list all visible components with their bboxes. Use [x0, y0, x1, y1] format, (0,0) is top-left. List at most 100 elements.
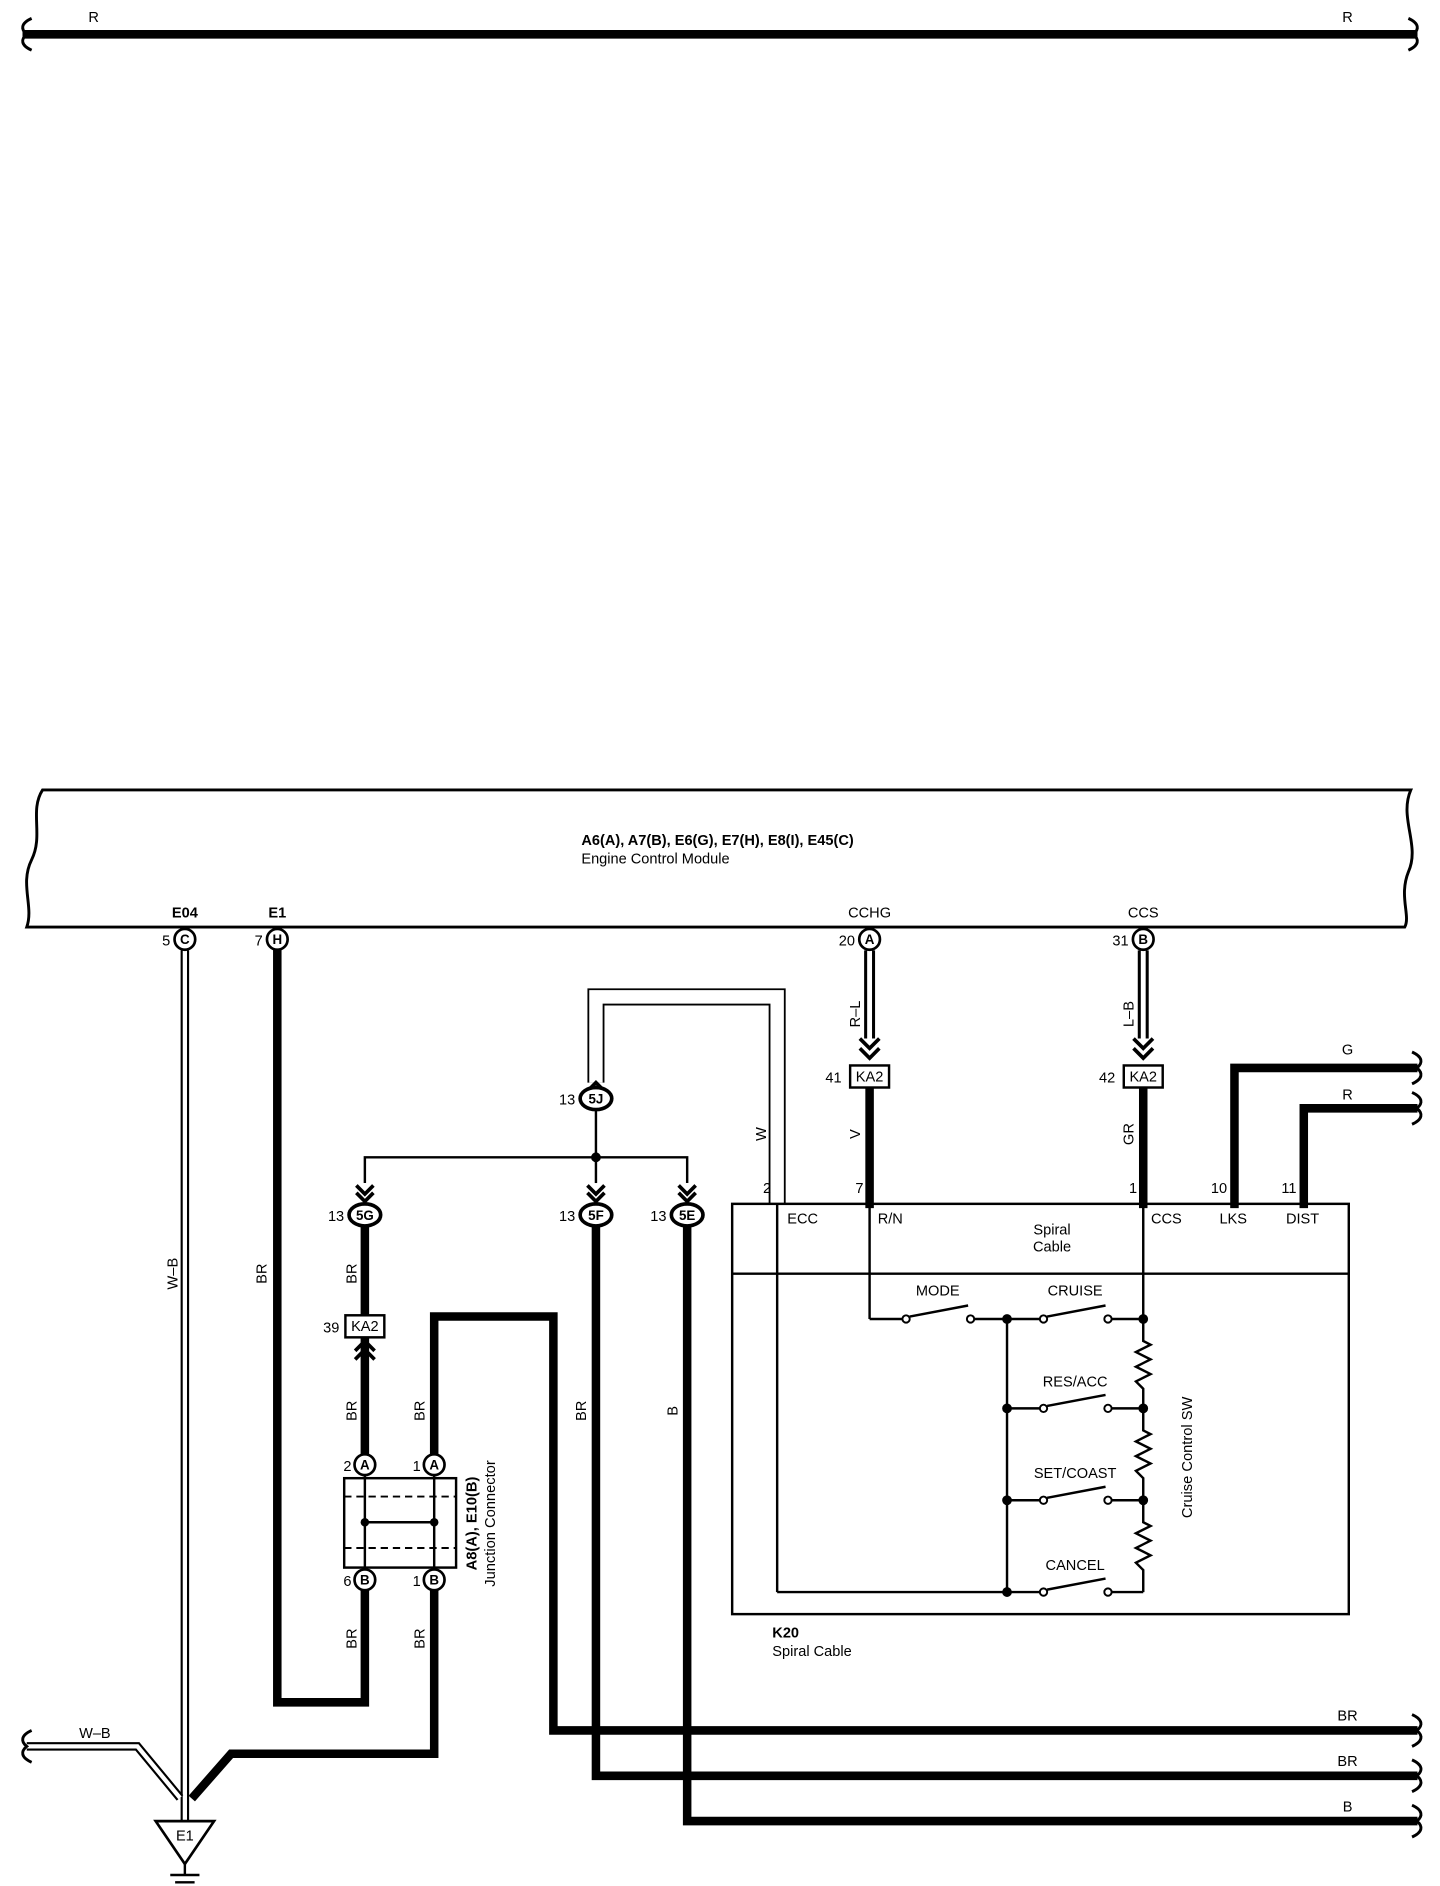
- connector-id: KA2: [856, 1069, 884, 1085]
- spiral-cable-code: K20: [772, 1625, 799, 1641]
- wire-color-label: BR: [413, 1401, 429, 1421]
- wire-color-label: R: [1342, 1088, 1353, 1104]
- connector-arrow: [355, 1184, 375, 1205]
- wire-color-label: BR: [574, 1401, 590, 1421]
- connector-letter: C: [180, 932, 190, 947]
- wire-color-label: W–B: [79, 1726, 111, 1742]
- node-dot: [1002, 1495, 1012, 1506]
- jc-pin-6b: B 6: [343, 1568, 377, 1592]
- wire-color-label: GR: [1122, 1123, 1138, 1145]
- connector-circle: [353, 1452, 377, 1477]
- wire-5f-br: [591, 1221, 1418, 1781]
- spiral-cable-inner-title: Spiral: [1033, 1222, 1070, 1238]
- pin-number: 1: [413, 1459, 421, 1475]
- pin-number: 7: [255, 933, 263, 949]
- connector-id: KA2: [351, 1319, 379, 1335]
- wire-color-label: L–B: [1122, 1001, 1138, 1027]
- wire-color-label: R–L: [848, 1001, 864, 1028]
- wire-color-label: V: [848, 1129, 864, 1139]
- pin-number: 2: [343, 1459, 351, 1475]
- ground-e1: E1: [153, 1819, 217, 1884]
- pin-number: 10: [1211, 1181, 1227, 1197]
- pin-number: 39: [323, 1320, 339, 1336]
- wire-e1-br: [273, 946, 370, 1707]
- junction-block-5j: 5J 13: [559, 1080, 614, 1112]
- connector-arrow: [1132, 1037, 1155, 1061]
- wire-color-label: W–B: [166, 1258, 182, 1290]
- switch-label: MODE: [916, 1284, 960, 1300]
- switch-set-coast: SET/COAST: [1007, 1466, 1144, 1505]
- terminal-label: CCS: [1128, 905, 1159, 921]
- terminal-label: ECC: [787, 1211, 818, 1227]
- pin-number: 31: [1112, 933, 1128, 949]
- wire-color-label: BR: [344, 1263, 360, 1283]
- splice-dot: [429, 1517, 439, 1527]
- pin-number: 13: [559, 1093, 575, 1109]
- pin-number: 13: [650, 1209, 666, 1225]
- ecm-pin-e1: E1 7 H: [255, 905, 289, 952]
- inline-connector-ka2-39: KA2 39: [323, 1314, 386, 1361]
- ecm-pin-cchg: CCHG 20 A: [839, 905, 891, 952]
- node-dot: [1002, 1314, 1012, 1324]
- wire-color-label: BR: [413, 1628, 429, 1648]
- break-mark: [1411, 1091, 1423, 1126]
- ecm-outline: [24, 788, 1414, 929]
- resistor: [1133, 1408, 1154, 1501]
- switch-cancel: CANCEL: [777, 1558, 1144, 1597]
- switch-name: Cruise Control SW: [1180, 1396, 1196, 1518]
- break-mark: [1411, 1758, 1423, 1794]
- junction-oval: [578, 1085, 614, 1112]
- ground-triangle: [153, 1819, 217, 1867]
- wire-color-label: BR: [1337, 1709, 1357, 1725]
- engine-control-module: A6(A), A7(B), E6(G), E7(H), E8(I), E45(C…: [24, 788, 1414, 952]
- junction-block-5g: 5G 13: [328, 1184, 383, 1228]
- connector-arrow: [353, 1338, 376, 1361]
- connector-letter: A: [360, 1458, 370, 1473]
- junction-connector-box: [342, 1476, 458, 1569]
- wire-color-label: B: [1343, 1799, 1353, 1815]
- wire-color-label: BR: [254, 1263, 270, 1283]
- connector-circle: [422, 1568, 446, 1592]
- spiral-cable-name: Spiral Cable: [772, 1644, 851, 1660]
- pin-number: 42: [1099, 1071, 1115, 1087]
- pin-number: 11: [1281, 1181, 1296, 1197]
- pin-number: 7: [855, 1181, 863, 1197]
- connector-box: [848, 1064, 891, 1089]
- break-mark: [1411, 1713, 1423, 1748]
- terminal-label: LKS: [1219, 1211, 1247, 1227]
- ecm-pin-e04: E04 5 C: [162, 905, 199, 952]
- junction-block-5e: 5E 13: [650, 1184, 705, 1228]
- wire-color-label: G: [1342, 1042, 1353, 1058]
- ecm-name: Engine Control Module: [581, 851, 729, 867]
- terminal-label: R/N: [878, 1211, 903, 1227]
- junction-oval: [669, 1202, 705, 1228]
- ecm-connector-codes: A6(A), A7(B), E6(G), E7(H), E8(I), E45(C…: [581, 833, 853, 849]
- wire-color-label: BR: [344, 1401, 360, 1421]
- ground-id: E1: [176, 1829, 194, 1845]
- wire-1b-br: [188, 1586, 439, 1802]
- switch-res-acc: RES/ACC: [1007, 1374, 1144, 1414]
- connector-circle: [422, 1452, 446, 1477]
- wire-color-label: R: [1342, 10, 1353, 26]
- connector-letter: B: [360, 1573, 370, 1588]
- pin-number: 2: [763, 1181, 771, 1197]
- junction-connector-name: Junction Connector: [483, 1460, 499, 1587]
- break-mark: [1411, 1803, 1423, 1839]
- terminal-label: DIST: [1286, 1211, 1319, 1227]
- resistor: [1133, 1318, 1154, 1409]
- inline-connector-ka2-42: KA2 42: [1099, 1037, 1164, 1089]
- terminal-label: E04: [172, 905, 199, 921]
- node-dot: [1138, 1314, 1149, 1324]
- pin-number: 20: [839, 933, 855, 949]
- wire-color-label: B: [665, 1406, 681, 1416]
- connector-letter: A: [429, 1458, 439, 1473]
- connector-circle: [857, 927, 882, 952]
- pin-number: 13: [559, 1209, 575, 1225]
- pin-number: 5: [162, 933, 170, 949]
- connector-circle: [173, 927, 197, 952]
- switch-label: CANCEL: [1046, 1558, 1105, 1574]
- node-dot: [1002, 1587, 1012, 1597]
- break-mark: [21, 17, 33, 52]
- wire-ground-in-wb: [21, 1729, 184, 1801]
